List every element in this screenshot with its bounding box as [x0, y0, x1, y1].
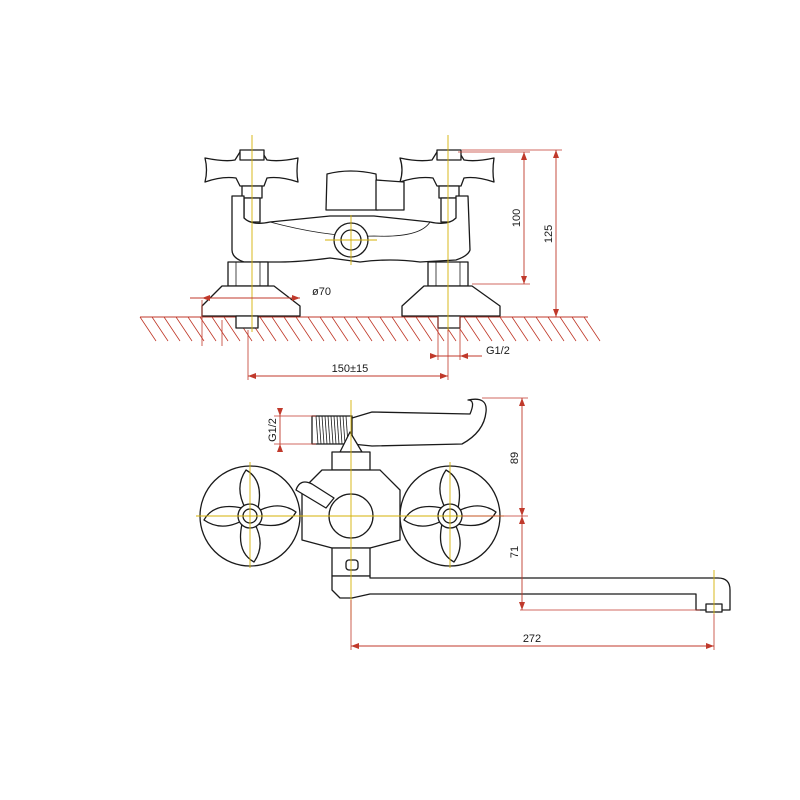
hatch-line [379, 316, 397, 342]
hatch-line [463, 316, 481, 342]
hatch-line [199, 316, 217, 342]
hatch-line [583, 316, 601, 342]
thread-line [321, 415, 325, 445]
left-inlet-nut [201, 261, 301, 329]
hatch-line [403, 316, 421, 342]
hatch-line [163, 316, 181, 342]
hatch-line [571, 316, 589, 342]
hatch-line [487, 316, 505, 342]
diverter-lever-icon [325, 170, 405, 211]
thread-line [342, 415, 346, 445]
hatch-line [331, 316, 349, 342]
dim-inlet-thread: G1/2 [486, 345, 510, 357]
hatch-line [139, 316, 157, 342]
dim-spout-drop: 71 [509, 546, 521, 558]
thread-line [336, 415, 340, 445]
wall-hatch [139, 316, 601, 342]
thread-line [330, 415, 334, 445]
top-view: G1/2 89 71 272 [196, 397, 731, 650]
dim-spout-length: 272 [523, 633, 541, 645]
hatch-line [547, 316, 565, 342]
thread-line [315, 415, 319, 445]
hatch-line [187, 316, 205, 342]
thread-line [327, 415, 331, 445]
thread-line [333, 415, 337, 445]
long-spout [331, 575, 731, 613]
dim-height-100: 100 [511, 209, 523, 227]
hatch-line [499, 316, 517, 342]
hatch-line [523, 316, 541, 342]
dim-inlet-spacing: 150±15 [332, 363, 369, 375]
dim-height-125: 125 [543, 225, 555, 243]
hatch-line [211, 316, 229, 342]
hatch-line [223, 316, 241, 342]
thread-line [339, 415, 343, 445]
hatch-line [295, 316, 313, 342]
hatch-line [343, 316, 361, 342]
hatch-line [511, 316, 529, 342]
center-body [295, 451, 401, 577]
right-cross-handle-icon [399, 149, 495, 223]
front-view: 100 125 ø70 G1/2 150±15 [139, 135, 601, 380]
hatch-line [271, 316, 289, 342]
left-cross-handle-icon [204, 149, 299, 223]
shower-outlet-lever [311, 398, 487, 453]
hatch-line [283, 316, 301, 342]
hatch-line [427, 316, 445, 342]
dim-shower-height: 89 [509, 452, 521, 464]
hatch-line [259, 316, 277, 342]
hatch-line [391, 316, 409, 342]
hatch-line [475, 316, 493, 342]
hatch-line [307, 316, 325, 342]
dim-outlet-thread: G1/2 [267, 418, 279, 442]
hatch-line [415, 316, 433, 342]
dim-flange-diameter: ø70 [312, 286, 331, 298]
hatch-line [559, 316, 577, 342]
thread-line [318, 415, 322, 445]
hatch-line [175, 316, 193, 342]
hatch-line [151, 316, 169, 342]
hatch-line [355, 316, 373, 342]
hatch-line [535, 316, 553, 342]
thread-line [324, 415, 328, 445]
hatch-line [319, 316, 337, 342]
hatch-line [367, 316, 385, 342]
